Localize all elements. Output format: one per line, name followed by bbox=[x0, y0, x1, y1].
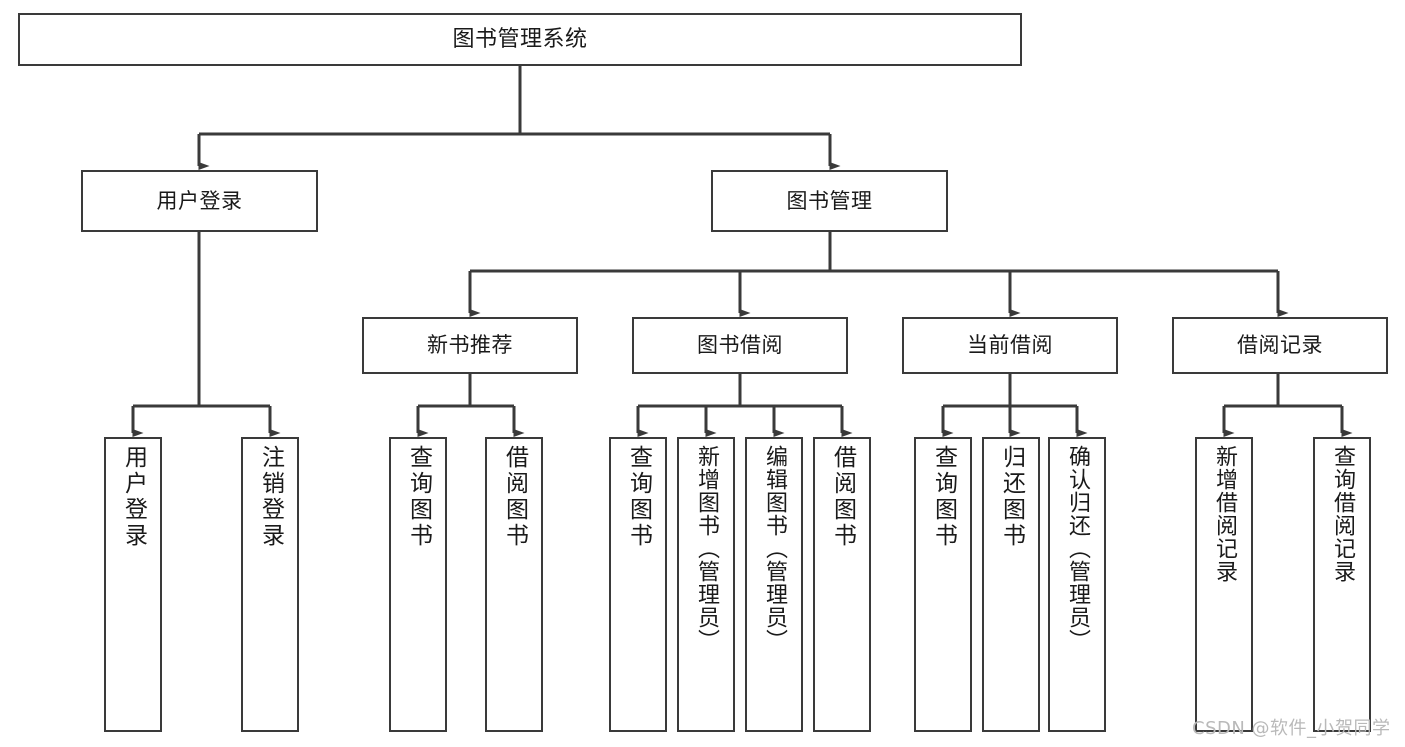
node-leaf-query-books-recommend[interactable]: 查询图书 bbox=[389, 437, 447, 732]
node-label: 图书管理 bbox=[786, 188, 873, 213]
node-label: 查询借阅记录 bbox=[1330, 445, 1355, 583]
node-leaf-query-books-borrow[interactable]: 查询图书 bbox=[609, 437, 667, 732]
node-leaf-query-borrow-record[interactable]: 查询借阅记录 bbox=[1313, 437, 1371, 732]
node-new-book-recommendation[interactable]: 新书推荐 bbox=[362, 317, 578, 374]
csdn-watermark: CSDN @软件_小贺同学 bbox=[1192, 718, 1391, 739]
node-current-borrowing[interactable]: 当前借阅 bbox=[902, 317, 1118, 374]
node-leaf-query-books-current[interactable]: 查询图书 bbox=[914, 437, 972, 732]
node-book-borrowing[interactable]: 图书借阅 bbox=[632, 317, 848, 374]
node-label: 借阅图书 bbox=[829, 445, 856, 549]
node-leaf-borrow-books-recommend[interactable]: 借阅图书 bbox=[485, 437, 543, 732]
node-leaf-add-borrow-record[interactable]: 新增借阅记录 bbox=[1195, 437, 1253, 732]
node-leaf-user-login[interactable]: 用户登录 bbox=[104, 437, 162, 732]
node-leaf-edit-book-admin[interactable]: 编辑图书（管理员） bbox=[745, 437, 803, 732]
node-leaf-add-book-admin[interactable]: 新增图书（管理员） bbox=[677, 437, 735, 732]
node-label: 编辑图书（管理员） bbox=[762, 445, 787, 652]
node-label: 确认归还（管理员） bbox=[1065, 445, 1090, 652]
node-book-management[interactable]: 图书管理 bbox=[711, 170, 948, 232]
node-borrow-records[interactable]: 借阅记录 bbox=[1172, 317, 1388, 374]
node-label: 用户登录 bbox=[156, 188, 243, 213]
node-label: 新增图书（管理员） bbox=[694, 445, 719, 652]
node-label: 借阅图书 bbox=[501, 445, 528, 549]
node-label: 图书管理系统 bbox=[452, 26, 588, 52]
node-leaf-borrow-books[interactable]: 借阅图书 bbox=[813, 437, 871, 732]
node-user-login[interactable]: 用户登录 bbox=[81, 170, 318, 232]
node-label: 归还图书 bbox=[998, 445, 1025, 549]
node-root-book-management-system[interactable]: 图书管理系统 bbox=[18, 13, 1022, 66]
node-label: 当前借阅 bbox=[967, 333, 1053, 358]
node-label: 新书推荐 bbox=[427, 333, 513, 358]
node-leaf-confirm-return-admin[interactable]: 确认归还（管理员） bbox=[1048, 437, 1106, 732]
node-label: 新增借阅记录 bbox=[1212, 445, 1237, 583]
node-label: 图书借阅 bbox=[697, 333, 783, 358]
node-leaf-return-books[interactable]: 归还图书 bbox=[982, 437, 1040, 732]
node-label: 注销登录 bbox=[257, 445, 284, 549]
node-label: 借阅记录 bbox=[1237, 333, 1323, 358]
node-label: 查询图书 bbox=[625, 445, 652, 549]
node-label: 用户登录 bbox=[120, 445, 147, 549]
node-label: 查询图书 bbox=[405, 445, 432, 549]
node-label: 查询图书 bbox=[930, 445, 957, 549]
node-leaf-logout[interactable]: 注销登录 bbox=[241, 437, 299, 732]
